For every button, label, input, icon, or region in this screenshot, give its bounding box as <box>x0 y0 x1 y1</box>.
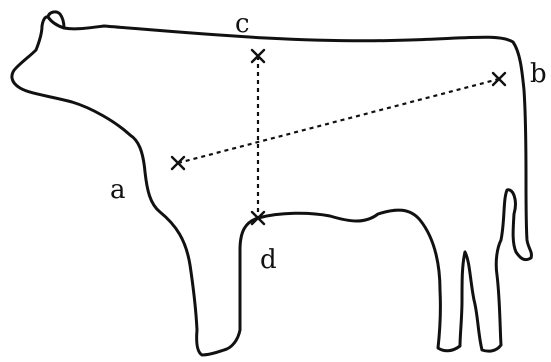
label-c: c <box>235 9 250 39</box>
cow-outline <box>12 17 532 355</box>
label-b: b <box>530 59 547 89</box>
body-length-measure-line <box>178 79 499 163</box>
point-b-marker <box>493 73 505 85</box>
label-a: a <box>110 175 126 205</box>
point-a-marker <box>172 157 184 169</box>
point-c-marker <box>252 50 264 62</box>
label-d: d <box>260 245 277 275</box>
